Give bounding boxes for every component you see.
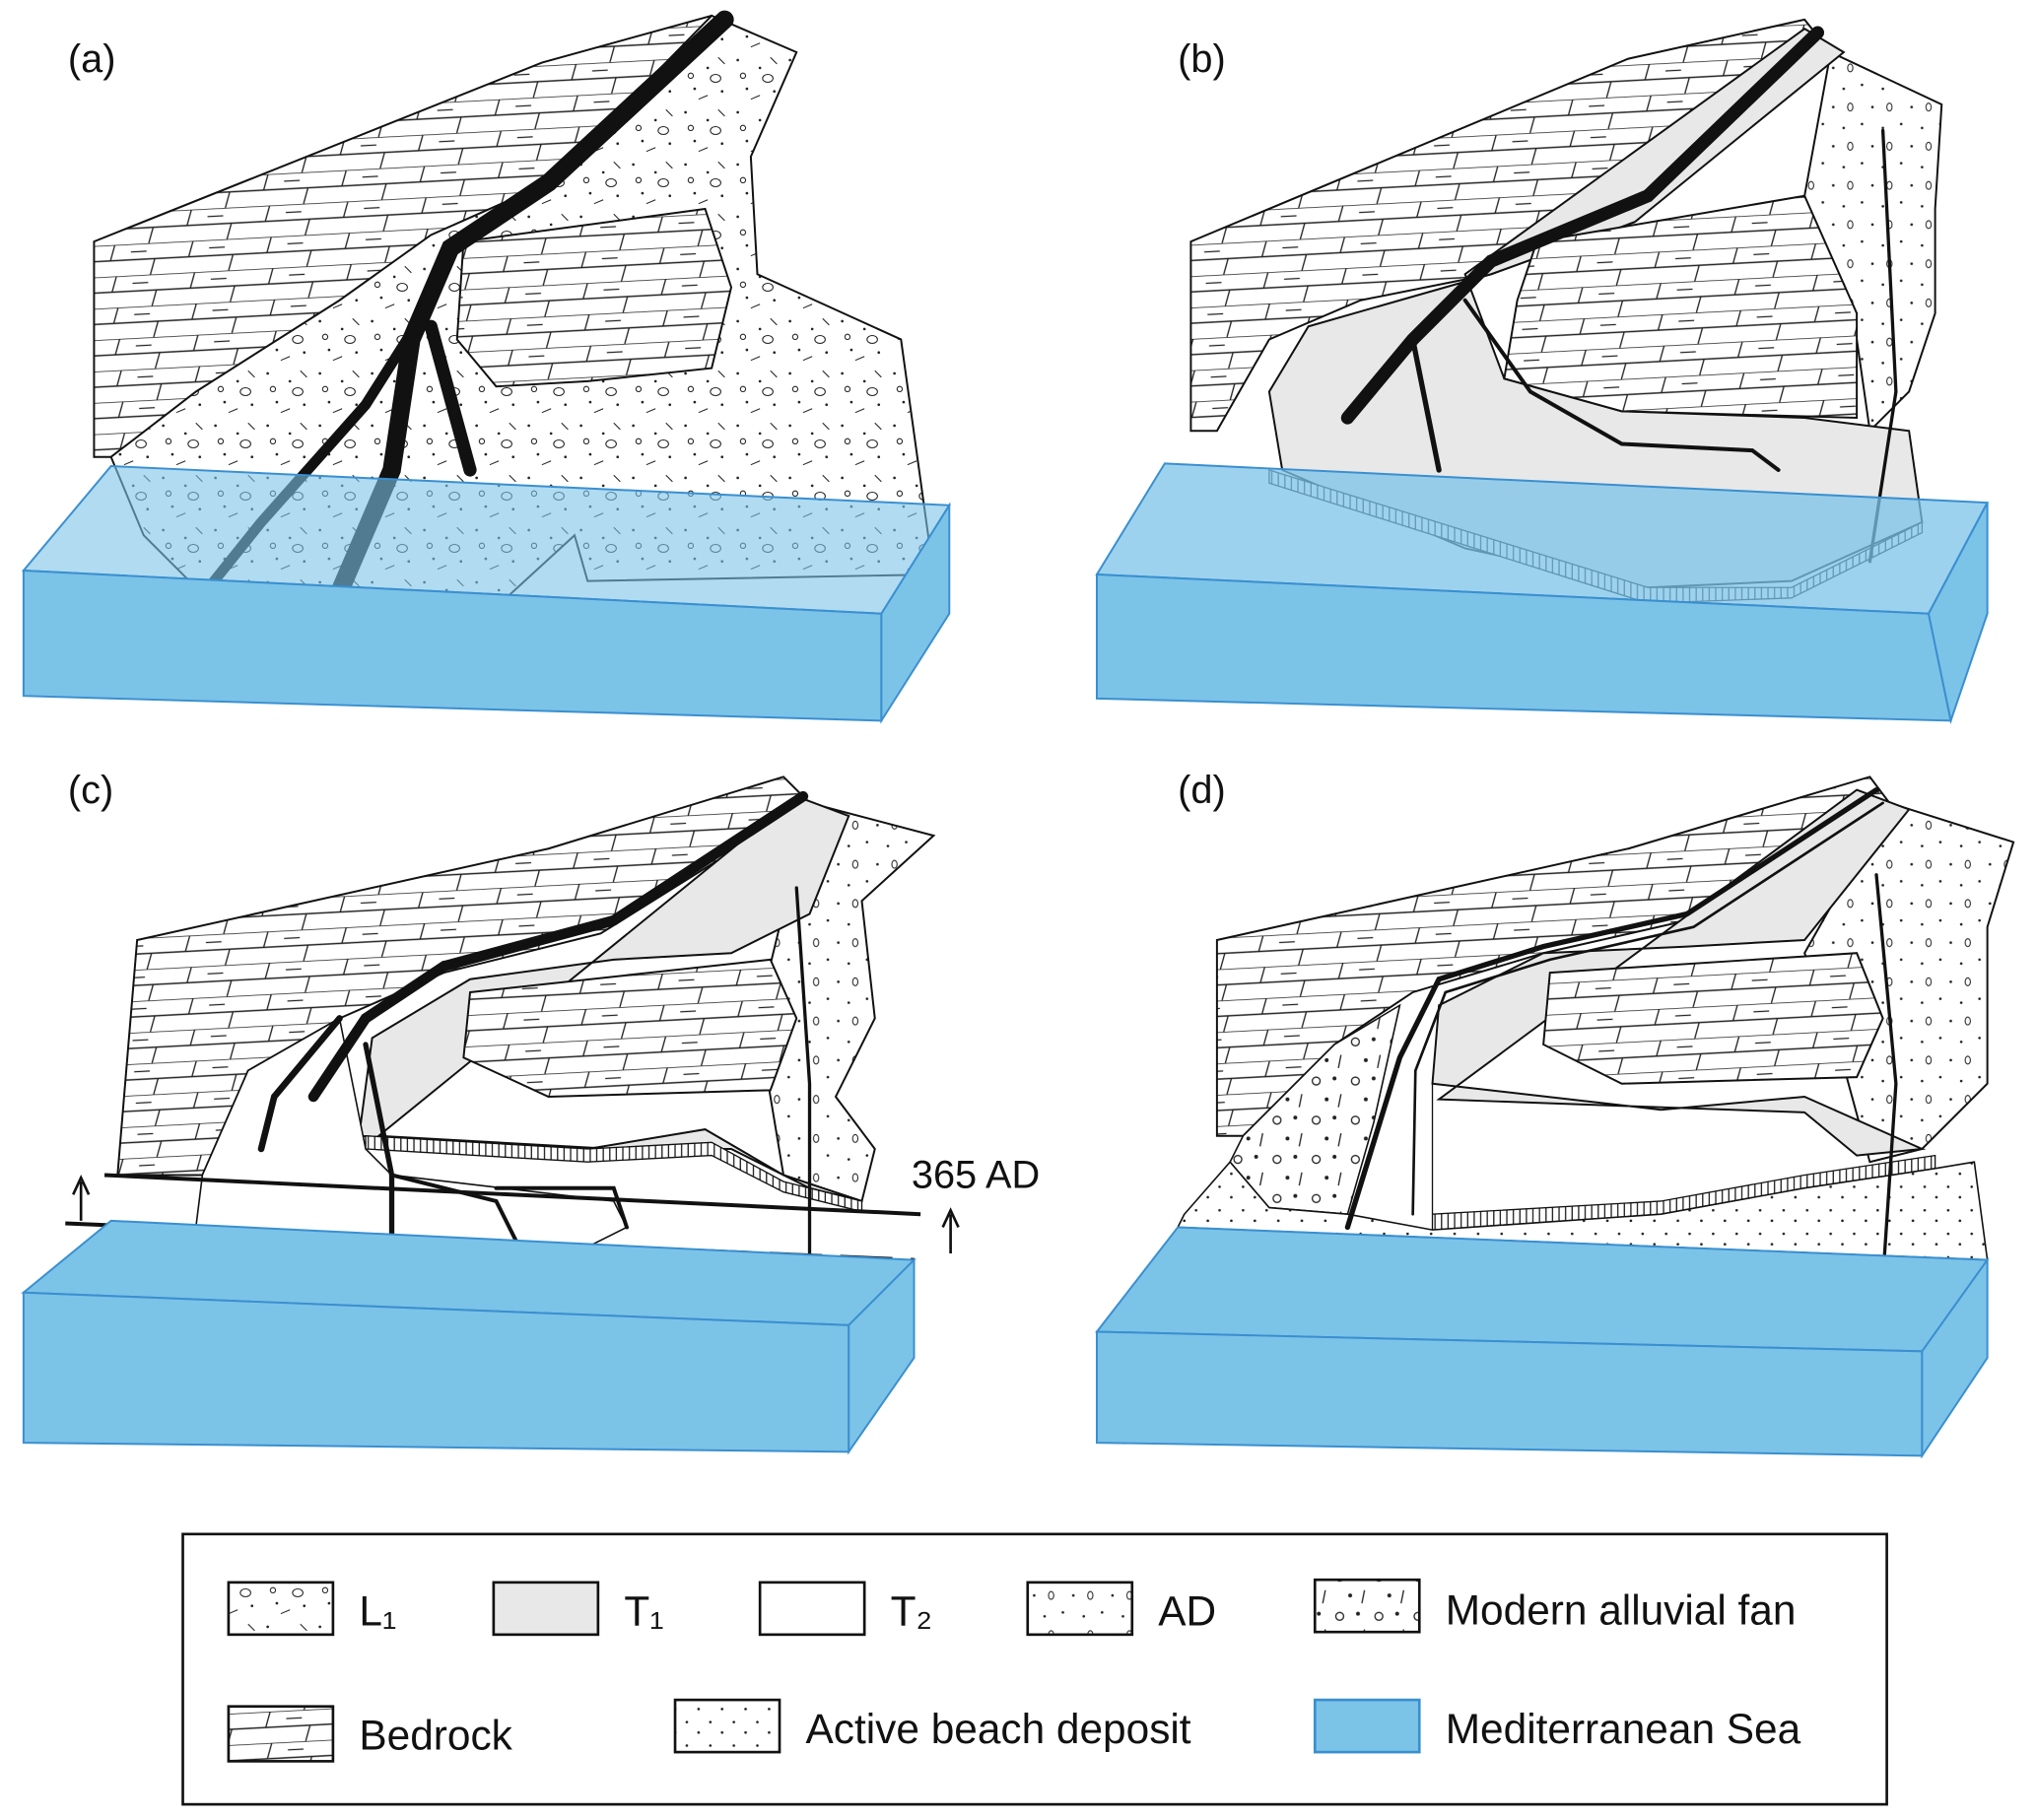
sea-box [21, 464, 952, 724]
bedrock-island [455, 207, 733, 388]
legend-label: Modern alluvial fan [1446, 1586, 1797, 1633]
river-channel [257, 790, 812, 1282]
date-annotation: 365 AD [912, 1154, 1040, 1197]
legend-item-active-beach-deposit: Active beach deposit [673, 1698, 1191, 1754]
legend-item-mediterranean-sea: Mediterranean Sea [1313, 1698, 1801, 1754]
bedrock-island [462, 958, 798, 1098]
panel-a: (a) [21, 10, 952, 724]
panel-d: (d) [1095, 769, 2015, 1459]
bedrock [116, 775, 812, 1177]
panel-c: (c) 365 AD [21, 769, 1040, 1455]
legend-item-t1: T₁ [492, 1581, 664, 1637]
sea-box [21, 1219, 917, 1455]
uplift-arrow-icon [941, 1207, 960, 1253]
legend-item-t2: T₂ [758, 1581, 932, 1637]
legend-item-modern-alluvial-fan: Modern alluvial fan [1313, 1578, 1797, 1634]
river-channel [1344, 786, 1898, 1282]
legend-label: T₁ [624, 1588, 663, 1635]
legend-item-l1: L₁ [227, 1581, 396, 1637]
panel-label: (a) [68, 37, 116, 81]
sea-box [1095, 1226, 1990, 1459]
legend-label: AD [1158, 1588, 1216, 1635]
legend-label: Active beach deposit [806, 1706, 1191, 1752]
sea-box [1095, 462, 1990, 725]
legend-label: Mediterranean Sea [1446, 1706, 1801, 1752]
panel-b: (b) [1095, 18, 1990, 725]
uplift-arrow-icon [72, 1174, 91, 1221]
legend-item-bedrock: Bedrock [227, 1705, 513, 1763]
legend-label: Bedrock [359, 1712, 512, 1758]
legend-label: L₁ [359, 1588, 396, 1635]
legend-item-ad: AD [1026, 1581, 1216, 1637]
panel-label: (c) [68, 769, 113, 812]
legend-label: T₂ [891, 1588, 932, 1635]
bedrock-island [1503, 194, 1859, 420]
panel-label: (d) [1178, 769, 1226, 812]
t1-terrace [1431, 788, 1927, 1157]
panel-label: (b) [1178, 37, 1226, 81]
legend: L₁ T₁ T₂ AD Modern alluvial fan Bedrock … [181, 1532, 1888, 1806]
bedrock-island [1542, 952, 1884, 1085]
